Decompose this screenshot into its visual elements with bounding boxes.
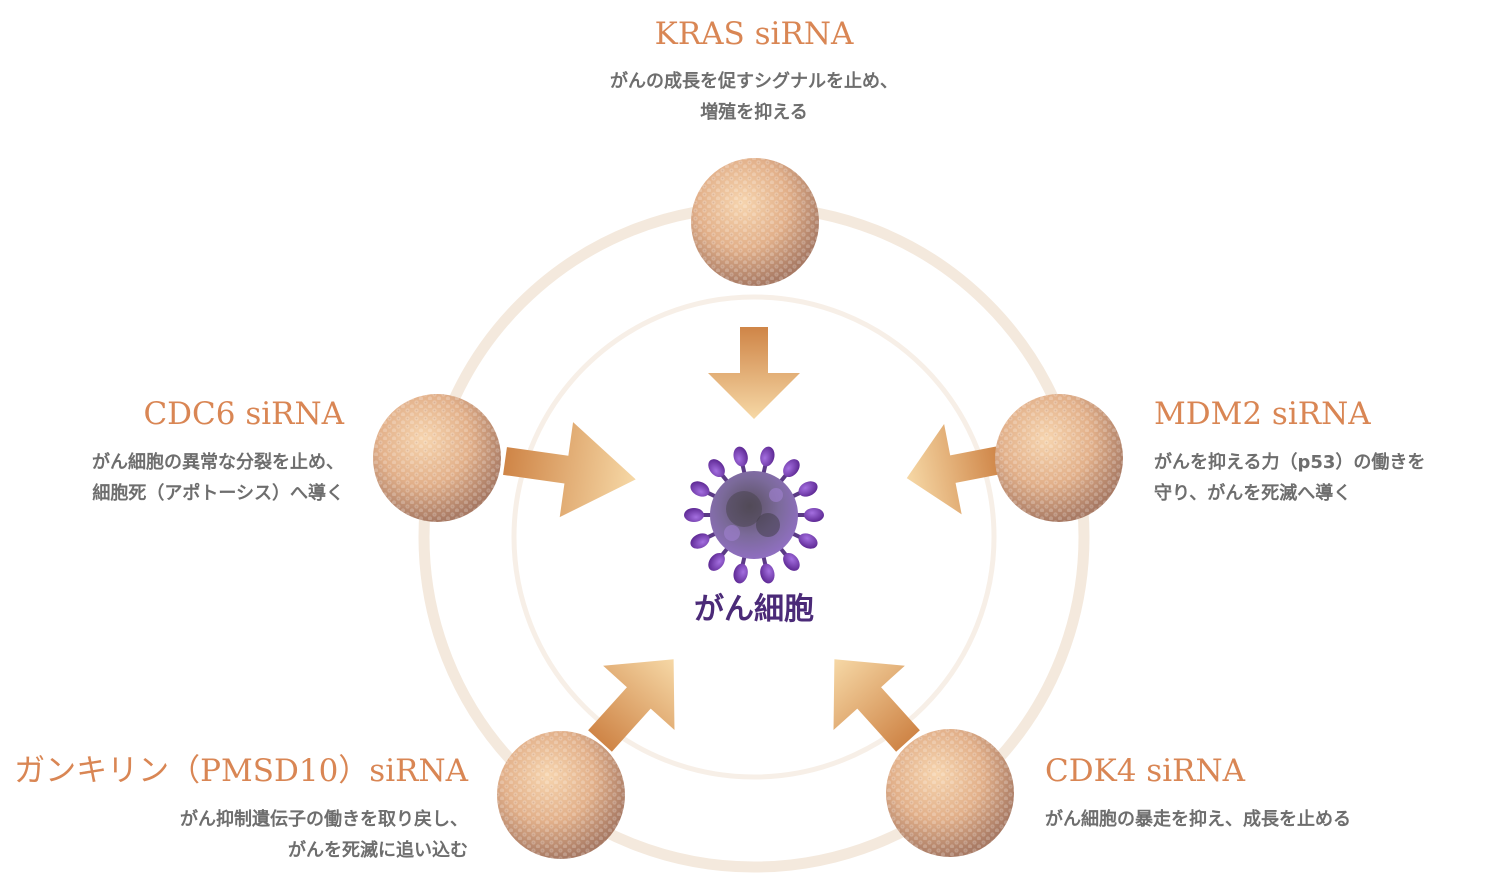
gankyrin-description-line-2: がんを死滅に追い込む — [288, 840, 468, 861]
virus-spike — [783, 459, 800, 478]
virus-spike — [783, 552, 800, 571]
virus-spike — [733, 446, 748, 467]
mdm2-description-line-2: 守り、がんを死滅へ導く — [1154, 483, 1352, 504]
sirna-particle-mdm2 — [995, 394, 1123, 522]
sirna-particle-gankyrin — [497, 731, 625, 859]
virus-spike — [733, 563, 748, 584]
mdm2-description-line-1: がんを抑える力（p53）の働きを — [1154, 452, 1426, 473]
cdc6-title: CDC6 siRNA — [143, 396, 344, 432]
cdc6-description-line-2: 細胞死（アポトーシス）へ導く — [92, 483, 344, 504]
arrow-icon — [833, 659, 920, 752]
inner-ring — [511, 294, 997, 780]
gankyrin-title: ガンキリン（PMSD10）siRNA — [14, 753, 468, 789]
virus-spike — [690, 481, 710, 497]
virus-spike — [798, 533, 818, 549]
kras-description-line-2: 増殖を抑える — [700, 102, 808, 123]
arrow-icon — [588, 659, 675, 752]
arrow-icon — [708, 327, 800, 419]
cdc6-description-line-1: がん細胞の異常な分裂を止め、 — [92, 452, 344, 473]
mdm2-title: MDM2 siRNA — [1154, 396, 1371, 432]
virus-spike — [760, 446, 775, 467]
cdk4-title: CDK4 siRNA — [1045, 753, 1245, 789]
sirna-particle-cdc6 — [373, 394, 501, 522]
virus-spike — [708, 552, 725, 571]
virus-spike — [804, 508, 824, 522]
arrow-icon — [906, 424, 1003, 515]
virus-spike — [760, 563, 775, 584]
gankyrin-description-line-1: がん抑制遺伝子の働きを取り戻し、 — [180, 809, 468, 830]
kras-title: KRAS siRNA — [654, 16, 854, 52]
kras-description-line-1: がんの成長を促すシグナルを止め、 — [610, 71, 898, 92]
cdc6-description: がん細胞の異常な分裂を止め、 細胞死（アポトーシス）へ導く — [92, 447, 344, 509]
arrow-icon — [503, 422, 636, 518]
cdk4-description: がん細胞の暴走を抑え、成長を止める — [1045, 804, 1351, 835]
virus-spike — [684, 508, 704, 522]
cdk4-description-line-1: がん細胞の暴走を抑え、成長を止める — [1045, 809, 1351, 830]
virus-spike — [798, 481, 818, 497]
mdm2-description: がんを抑える力（p53）の働きを 守り、がんを死滅へ導く — [1154, 447, 1425, 509]
virus-spike — [690, 533, 710, 549]
gankyrin-description: がん抑制遺伝子の働きを取り戻し、 がんを死滅に追い込む — [180, 804, 468, 866]
cancer-cell-icon — [684, 446, 824, 584]
kras-description: がんの成長を促すシグナルを止め、 増殖を抑える — [504, 66, 1004, 128]
sirna-particle-cdk4 — [886, 729, 1014, 857]
sirna-particle-kras — [691, 158, 819, 286]
virus-spike — [708, 459, 725, 478]
center-label: がん細胞 — [694, 592, 814, 627]
